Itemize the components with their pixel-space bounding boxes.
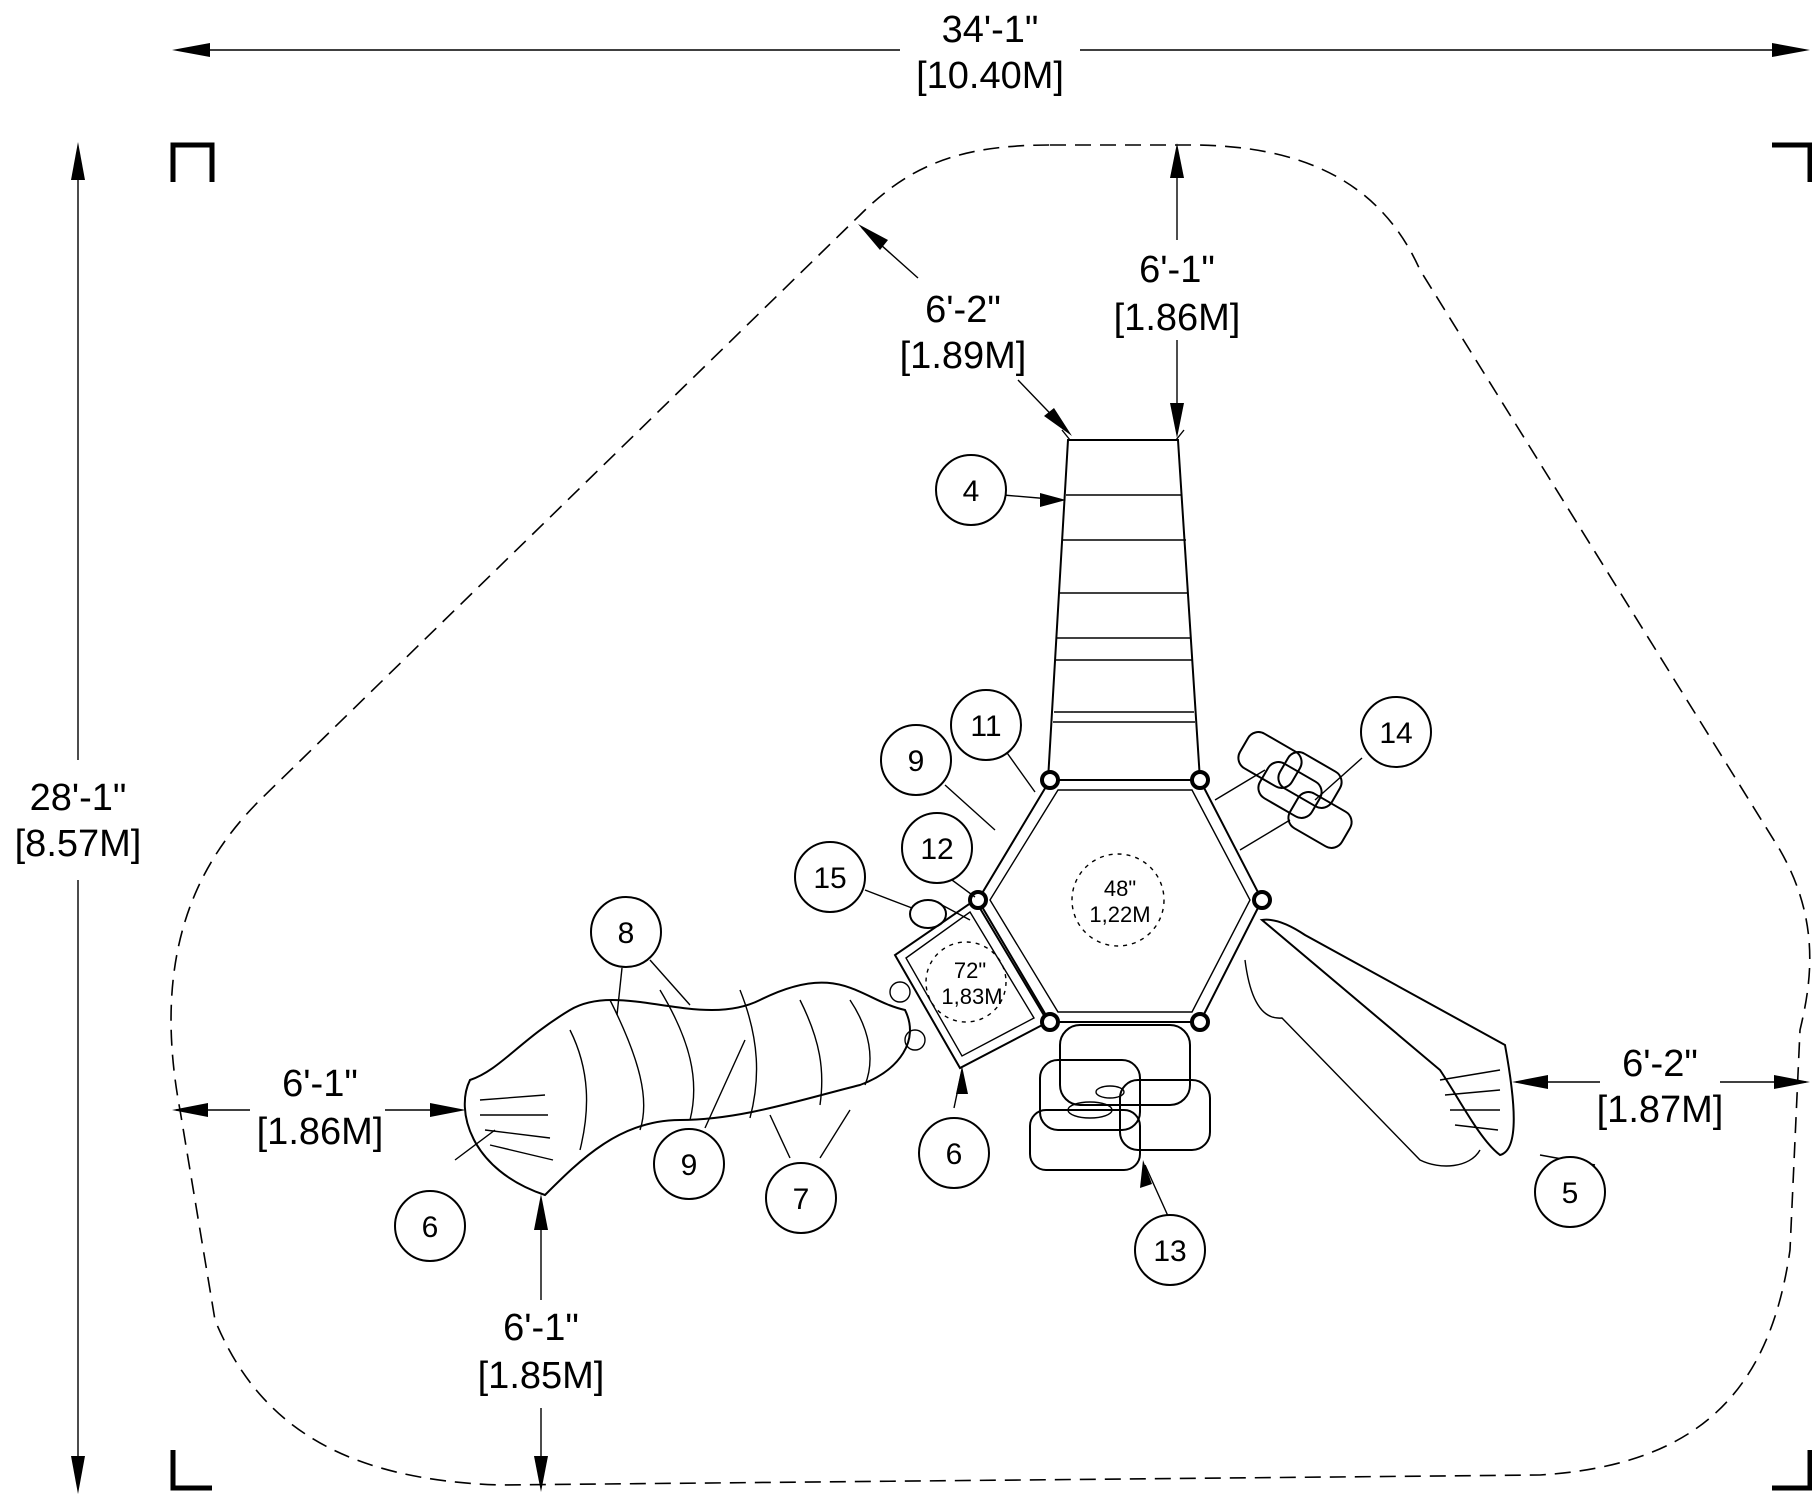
main-deck: 48" 1,22M xyxy=(976,779,1264,1023)
callout-11: 11 xyxy=(950,689,1036,793)
callout-8-number: 8 xyxy=(618,917,635,950)
bottom-clearance-dimension: 6'-1" [1.85M] xyxy=(478,1194,605,1492)
left-imperial: 6'-1" xyxy=(282,1063,358,1105)
overall-depth-imperial: 28'-1" xyxy=(30,777,127,819)
right-imperial: 6'-2" xyxy=(1622,1043,1698,1085)
right-slide xyxy=(1244,918,1515,1167)
overall-width-metric: [10.40M] xyxy=(916,55,1064,97)
overall-depth-metric: [8.57M] xyxy=(15,823,142,865)
top-left-imperial: 6'-2" xyxy=(925,289,1001,331)
top-left-metric: [1.89M] xyxy=(900,335,1027,377)
use-zone-outline xyxy=(170,144,1811,1486)
corner-brackets xyxy=(170,142,1812,1491)
callout-14: 14 xyxy=(1314,696,1432,801)
small-deck-height: 72" xyxy=(954,958,986,983)
deck-posts xyxy=(968,770,1272,1032)
right-clearance-dimension: 6'-2" [1.87M] xyxy=(1512,1043,1810,1131)
callout-5: 5 xyxy=(1534,1154,1606,1228)
overall-width-imperial: 34'-1" xyxy=(942,9,1039,51)
main-deck-height: 48" xyxy=(1104,876,1136,901)
callout-6-right-number: 6 xyxy=(946,1138,963,1171)
callout-4: 4 xyxy=(935,454,1066,526)
callout-14-number: 14 xyxy=(1379,717,1412,750)
left-clearance-dimension: 6'-1" [1.86M] xyxy=(172,1063,466,1153)
overall-depth-dimension: 28'-1" [8.57M] xyxy=(15,142,142,1494)
callout-9-lower: 9 xyxy=(653,1039,746,1200)
climber xyxy=(1214,731,1353,851)
top-left-clearance-dimension: 6'-2" [1.89M] xyxy=(858,224,1072,436)
main-deck-height-metric: 1,22M xyxy=(1089,902,1150,927)
callout-7-number: 7 xyxy=(793,1183,810,1216)
overall-width-dimension: 34'-1" [10.40M] xyxy=(172,9,1810,97)
tube-slide xyxy=(463,981,926,1197)
small-deck-height-metric: 1,83M xyxy=(941,984,1002,1009)
top-right-metric: [1.86M] xyxy=(1114,297,1241,339)
callout-7: 7 xyxy=(765,1109,851,1234)
callout-9-lower-number: 9 xyxy=(681,1149,698,1182)
callout-6-left: 6 xyxy=(394,1129,496,1262)
top-right-clearance-dimension: 6'-1" [1.86M] xyxy=(1114,143,1241,438)
callout-13-number: 13 xyxy=(1153,1235,1186,1268)
callouts: 4 5 6 6 7 8 xyxy=(394,454,1606,1286)
callout-11-number: 11 xyxy=(970,710,1001,743)
telescope xyxy=(909,899,971,929)
step-ramp xyxy=(1046,429,1202,781)
callout-4-number: 4 xyxy=(963,475,980,508)
callout-6-left-number: 6 xyxy=(422,1211,439,1244)
callout-15-number: 15 xyxy=(813,862,846,895)
callout-8: 8 xyxy=(590,896,691,1016)
small-deck: 72" 1,83M xyxy=(893,898,1050,1070)
callout-12: 12 xyxy=(901,812,976,898)
top-right-imperial: 6'-1" xyxy=(1139,249,1215,291)
callout-5-number: 5 xyxy=(1562,1177,1579,1210)
callout-12-number: 12 xyxy=(920,833,953,866)
callout-13: 13 xyxy=(1134,1160,1206,1286)
callout-15: 15 xyxy=(794,841,913,913)
left-metric: [1.86M] xyxy=(257,1111,384,1153)
bottom-climber xyxy=(1029,1024,1211,1171)
right-metric: [1.87M] xyxy=(1597,1089,1724,1131)
callout-9-upper-number: 9 xyxy=(908,745,925,778)
bottom-imperial: 6'-1" xyxy=(503,1307,579,1349)
callout-9-upper: 9 xyxy=(880,724,996,831)
callout-6-right: 6 xyxy=(918,1066,990,1189)
bottom-metric: [1.85M] xyxy=(478,1355,605,1397)
